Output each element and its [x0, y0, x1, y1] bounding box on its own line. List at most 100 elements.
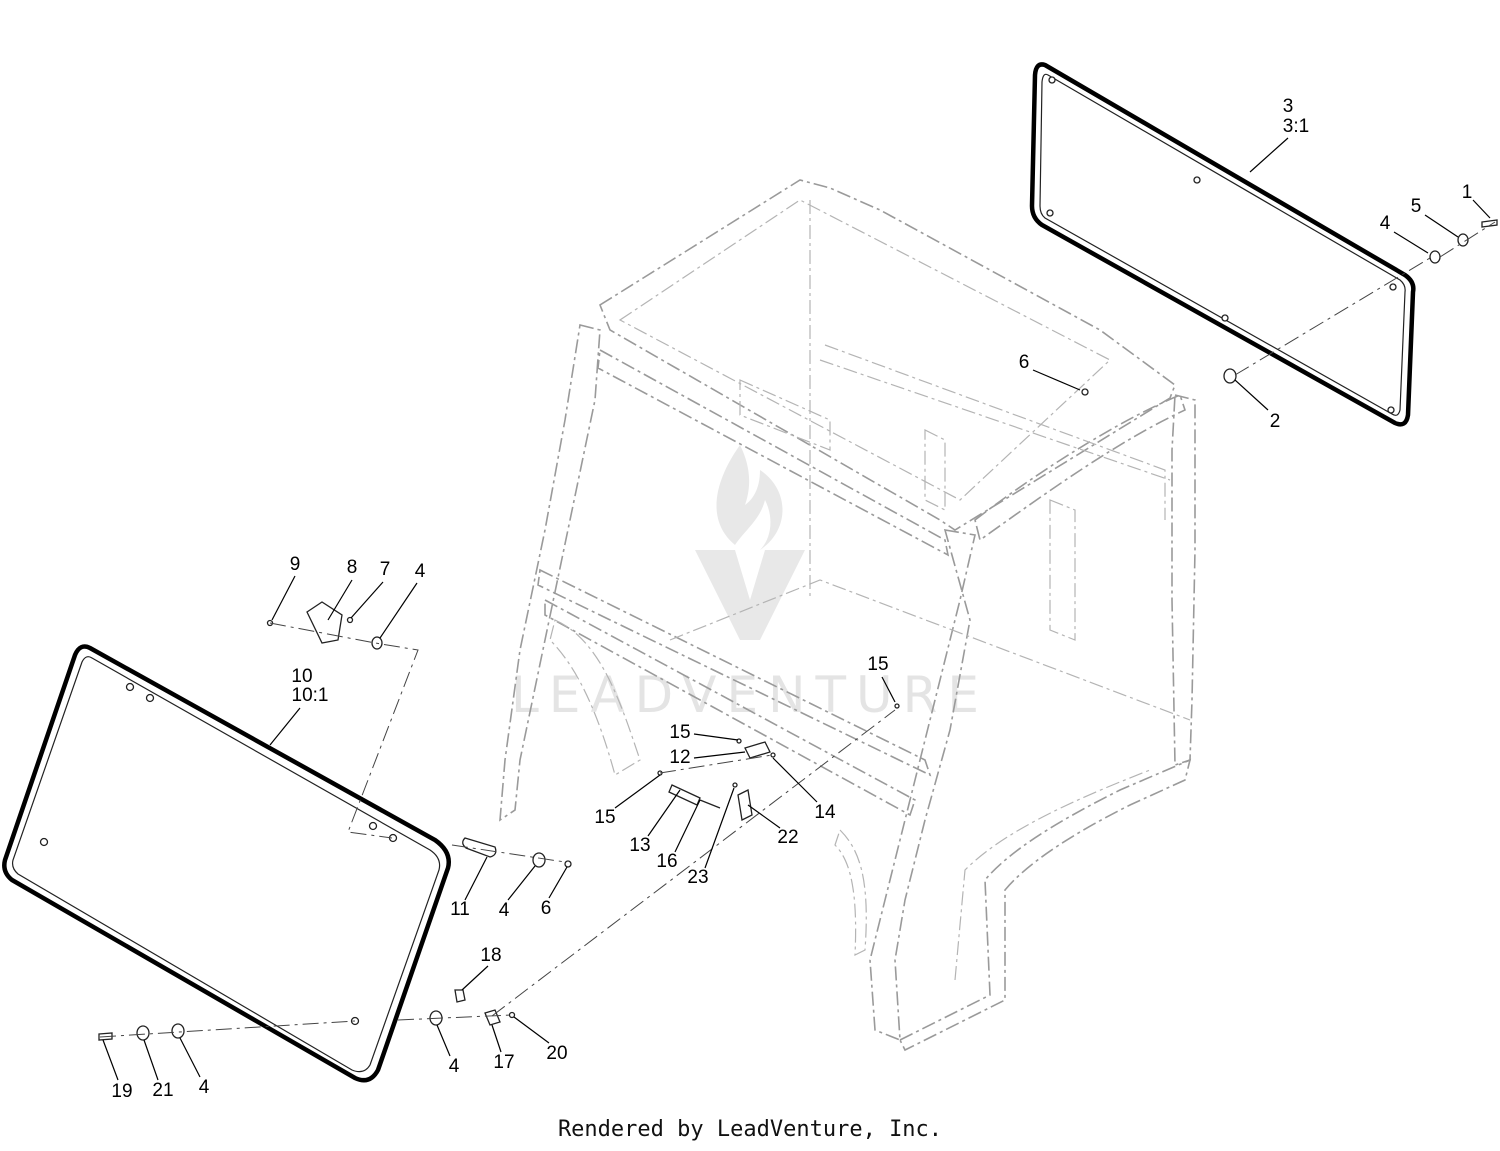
assembly-line-hinge-bottom [451, 844, 566, 863]
leader-11 [464, 856, 488, 901]
rear-window-glass [1039, 73, 1406, 416]
callout-c10: 10 [291, 666, 312, 687]
frame-fender-inner [954, 769, 1151, 981]
callout-c6b: 6 [541, 898, 552, 919]
leader-lines [102, 137, 1491, 1081]
leader-20 [513, 1016, 550, 1044]
frame-side-panel-right [1049, 499, 1076, 641]
callout-c5: 5 [1411, 196, 1422, 217]
grommet [532, 852, 546, 868]
leader-23 [704, 787, 735, 869]
assembly-line-latch-2 [659, 754, 773, 774]
leader-7 [350, 581, 384, 619]
rear-window-hole [1387, 406, 1395, 414]
callout-c11: 11 [450, 899, 470, 920]
callout-c6a: 6 [1019, 352, 1030, 373]
callout-c1: 1 [1462, 182, 1473, 203]
leader-15-right [881, 676, 896, 703]
callout-c4e: 4 [199, 1077, 210, 1098]
leader-10 [269, 707, 301, 746]
leader-21 [143, 1039, 159, 1081]
rivet [346, 616, 354, 624]
callout-c7: 7 [380, 559, 391, 580]
render-credit: Rendered by LeadVenture, Inc. [557, 1117, 943, 1142]
latch-rod [699, 799, 721, 809]
latch-striker [737, 789, 753, 821]
rear-window-hole [1193, 176, 1201, 184]
callout-c22: 22 [777, 827, 798, 848]
frame-fender [898, 758, 1192, 1052]
callout-c15a: 15 [867, 654, 888, 675]
frame-rear-line [819, 359, 1171, 481]
callout-c4b: 4 [415, 561, 426, 582]
callout-c21: 21 [152, 1080, 173, 1101]
watermark-text: LEADVENTURE [511, 666, 989, 724]
leader-14 [772, 757, 818, 803]
latch-handle [484, 1009, 501, 1026]
callout-c4c: 4 [499, 900, 510, 921]
leader-13 [647, 789, 681, 837]
leader-2 [1234, 379, 1269, 411]
leader-6-mid [548, 866, 568, 899]
assembly-line-hinge-top [269, 622, 419, 839]
frame-front-right-pillar [869, 529, 976, 1042]
callout-c13: 13 [629, 835, 650, 856]
frame-side-panel-2 [924, 429, 946, 511]
callout-c17: 17 [493, 1052, 514, 1073]
front-window-hole [39, 837, 49, 847]
frame-cross-member-upper [597, 348, 950, 557]
callout-c18: 18 [480, 945, 501, 966]
latch-knob [454, 989, 466, 1003]
callout-c14: 14 [814, 802, 836, 823]
leader-19 [102, 1039, 119, 1081]
screw [508, 1011, 516, 1019]
frame-center-bracket [739, 379, 831, 451]
front-window-hole [125, 682, 135, 692]
frame-rear-right-pillar [1171, 393, 1196, 767]
washer [136, 1025, 150, 1041]
frame-rear-arch [974, 393, 1186, 542]
front-window-hole [368, 821, 378, 831]
leader-9 [271, 575, 296, 621]
frame-front-left-pillar [499, 324, 601, 822]
frame-floor-line [669, 579, 1191, 721]
washer [1457, 233, 1469, 247]
rear-window-hole [1389, 283, 1397, 291]
callout-c23: 23 [687, 867, 708, 888]
assembly-line-bottom-2 [397, 1014, 513, 1021]
leader-3 [1249, 137, 1289, 173]
leader-4-top [379, 582, 418, 639]
nut [564, 860, 572, 868]
latch-pin [668, 784, 701, 806]
leader-17 [491, 1024, 502, 1053]
rear-window-seal [1029, 62, 1416, 427]
frame-rear-line-3 [824, 344, 1166, 520]
callout-c12: 12 [669, 747, 690, 768]
assembly-line-rear-2 [1439, 221, 1496, 258]
nut [1081, 388, 1089, 396]
leadventure-watermark: LEADVENTURE [511, 445, 989, 724]
spacer [1223, 368, 1237, 384]
screw [770, 752, 776, 758]
leader-15-latch [693, 733, 739, 741]
latch-body [744, 741, 771, 759]
screw [894, 703, 900, 709]
front-window-glass [11, 656, 441, 1073]
front-window [2, 644, 451, 1083]
callout-c15c: 15 [594, 807, 615, 828]
leader-5 [1424, 214, 1459, 238]
callout-c4d: 4 [449, 1056, 460, 1077]
assembly-line-latch [491, 709, 896, 1017]
screw [732, 782, 738, 788]
assembly-lines [99, 221, 1496, 1038]
callout-c15b: 15 [669, 722, 690, 743]
leader-4-rear [1393, 231, 1429, 254]
front-window-hole [145, 693, 155, 703]
leader-4-bottom [436, 1024, 451, 1057]
leader-22 [747, 804, 781, 829]
assembly-line-bottom [99, 1020, 356, 1038]
front-window-seal [2, 644, 451, 1083]
callout-c2: 2 [1270, 411, 1281, 432]
rear-window-hole [1048, 76, 1056, 84]
